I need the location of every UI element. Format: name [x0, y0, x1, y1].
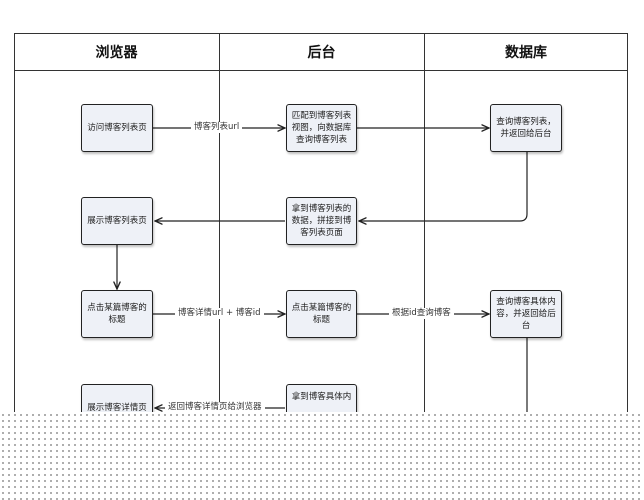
- node-show-list-page: 展示博客列表页: [81, 197, 153, 245]
- node-click-title-browser: 点击某篇博客的标题: [81, 290, 153, 338]
- lane-header-backend: 后台: [219, 33, 424, 71]
- swimlane-frame: [14, 33, 628, 500]
- node-query-detail: 查询博客具体内容，并返回给后台: [490, 290, 562, 338]
- node-visit-list-page: 访问博客列表页: [81, 104, 153, 152]
- edge-label-return-detail: 返回博客详情页给浏览器: [165, 402, 265, 413]
- edge-return-list: [359, 152, 528, 221]
- lane-header-database: 数据库: [424, 33, 628, 71]
- lane-divider-1: [219, 33, 220, 500]
- lane-divider-2: [424, 33, 425, 500]
- node-match-list-view: 匹配到博客列表视图，向数据库查询博客列表: [286, 104, 357, 152]
- node-click-title-backend: 点击某篇博客的标题: [286, 290, 357, 338]
- edge-label-query-by-id: 根据id查询博客: [389, 308, 454, 319]
- dotted-overlay: [0, 412, 644, 500]
- node-got-list-data: 拿到博客列表的数据，拼接到博客列表页面: [286, 197, 357, 245]
- lane-header-browser: 浏览器: [14, 33, 219, 71]
- edge-label-detail-url-id: 博客详情url + 博客id: [175, 308, 264, 319]
- node-query-list: 查询博客列表，并返回给后台: [490, 104, 562, 152]
- edge-label-list-url: 博客列表url: [191, 122, 243, 133]
